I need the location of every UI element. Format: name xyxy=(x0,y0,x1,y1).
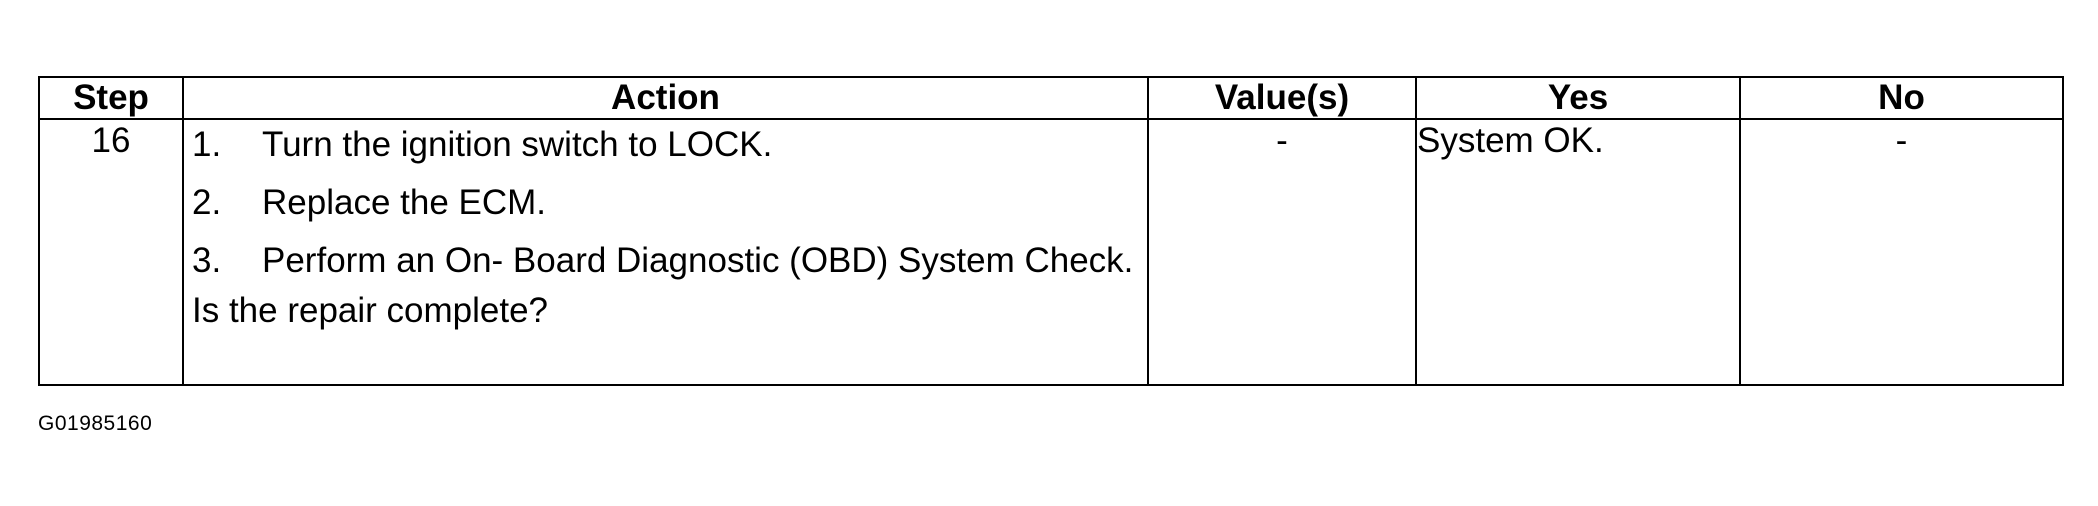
action-item-text: Replace the ECM. xyxy=(262,183,547,222)
table-row: 16 1. Turn the ignition switch to LOCK. … xyxy=(38,118,2064,386)
header-yes: Yes xyxy=(1415,76,1741,120)
action-item-number: 1. xyxy=(192,125,222,164)
header-action: Action xyxy=(182,76,1149,120)
header-no: No xyxy=(1739,76,2064,120)
action-item-text: Turn the ignition switch to LOCK. xyxy=(262,125,773,164)
values-cell: - xyxy=(1147,118,1417,386)
diagnostic-table: Step Action Value(s) Yes No 16 1. Turn t… xyxy=(38,76,2064,386)
header-row: Step Action Value(s) Yes No xyxy=(38,76,2064,120)
action-question: Is the repair complete? xyxy=(192,291,549,330)
header-values: Value(s) xyxy=(1147,76,1417,120)
action-item: 3. Perform an On- Board Diagnostic (OBD)… xyxy=(192,238,1139,284)
step-number: 16 xyxy=(38,118,184,386)
action-item: 2. Replace the ECM. xyxy=(192,180,1139,226)
action-item-number: 3. xyxy=(192,241,222,280)
action-item: 1. Turn the ignition switch to LOCK. xyxy=(192,122,1139,168)
figure-id: G01985160 xyxy=(38,412,153,435)
action-item-number: 2. xyxy=(192,183,222,222)
yes-cell: System OK. xyxy=(1415,118,1741,386)
no-cell: - xyxy=(1739,118,2064,386)
action-item-text: Perform an On- Board Diagnostic (OBD) Sy… xyxy=(262,241,1134,280)
action-cell: 1. Turn the ignition switch to LOCK. 2. … xyxy=(182,118,1149,386)
header-step: Step xyxy=(38,76,184,120)
